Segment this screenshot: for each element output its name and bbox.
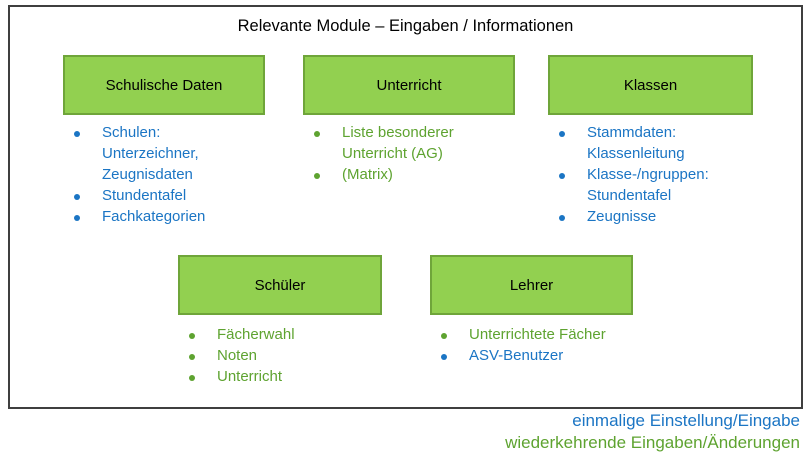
legend-wiederkehrend: wiederkehrende Eingaben/Änderungen xyxy=(505,433,800,452)
list-item: Unterricht xyxy=(178,366,398,387)
list-item: Fachkategorien xyxy=(63,206,283,227)
bullet-dot xyxy=(548,164,587,206)
legend: einmalige Einstellung/Eingabe wiederkehr… xyxy=(505,410,800,454)
list-item-text: Zeugnisse xyxy=(587,208,657,225)
list-item: Fächerwahl xyxy=(178,324,398,345)
bullet-dot xyxy=(63,206,102,227)
list-item-text: (Matrix) xyxy=(342,166,393,183)
module-box-schueler: Schüler xyxy=(178,255,382,315)
list-item-text: Unterrichtete Fächer xyxy=(469,326,606,343)
list-item: (Matrix) xyxy=(303,164,523,185)
module-list-schulische-daten: Schulen: Unterzeichner, Zeugnisdaten Stu… xyxy=(63,122,283,227)
bullet-dot xyxy=(430,324,469,345)
list-item: Zeugnisse xyxy=(548,206,778,227)
bullet-dot xyxy=(548,206,587,227)
module-label: Unterricht xyxy=(376,76,442,94)
list-item-text: Schulen: Unterzeichner, Zeugnisdaten xyxy=(102,124,199,183)
list-item-text: Stammdaten: Klassenleitung xyxy=(587,124,685,162)
list-item-text: Fachkategorien xyxy=(102,208,206,225)
bullet-dot xyxy=(303,122,342,164)
list-item: Stammdaten: Klassenleitung xyxy=(548,122,778,164)
list-item: Schulen: Unterzeichner, Zeugnisdaten xyxy=(63,122,283,185)
list-item-text: Noten xyxy=(217,347,258,364)
page-title: Relevante Module – Eingaben / Informatio… xyxy=(237,17,574,35)
module-list-klassen: Stammdaten: Klassenleitung Klasse-/ngrup… xyxy=(548,122,778,227)
list-item-text: Stundentafel xyxy=(102,187,187,204)
bullet-dot xyxy=(548,122,587,164)
list-item-text: Liste besonderer Unterricht (AG) xyxy=(342,124,454,162)
list-item: Liste besonderer Unterricht (AG) xyxy=(303,122,523,164)
module-label: Schüler xyxy=(254,276,306,294)
module-label: Klassen xyxy=(623,76,678,94)
bullet-dot xyxy=(430,345,469,366)
module-box-unterricht: Unterricht xyxy=(303,55,515,115)
bullet-dot xyxy=(303,164,342,185)
list-item-text: Fächerwahl xyxy=(217,326,295,343)
module-label: Schulische Daten xyxy=(105,76,223,94)
module-list-unterricht: Liste besonderer Unterricht (AG) (Matrix… xyxy=(303,122,523,185)
list-item-text: Klasse-/ngruppen: Stundentafel xyxy=(587,166,709,204)
bullet-dot xyxy=(178,366,217,387)
list-item: ASV-Benutzer xyxy=(430,345,670,366)
legend-einmalig: einmalige Einstellung/Eingabe xyxy=(572,411,800,430)
list-item-text: Unterricht xyxy=(217,368,283,385)
list-item: Unterrichtete Fächer xyxy=(430,324,670,345)
module-box-klassen: Klassen xyxy=(548,55,753,115)
bullet-dot xyxy=(63,122,102,185)
list-item-text: ASV-Benutzer xyxy=(469,347,564,364)
module-box-schulische-daten: Schulische Daten xyxy=(63,55,265,115)
list-item: Stundentafel xyxy=(63,185,283,206)
list-item: Noten xyxy=(178,345,398,366)
module-list-schueler: Fächerwahl Noten Unterricht xyxy=(178,324,398,387)
bullet-dot xyxy=(178,324,217,345)
module-list-lehrer: Unterrichtete Fächer ASV-Benutzer xyxy=(430,324,670,366)
bullet-dot xyxy=(63,185,102,206)
list-item: Klasse-/ngruppen: Stundentafel xyxy=(548,164,778,206)
module-box-lehrer: Lehrer xyxy=(430,255,633,315)
module-label: Lehrer xyxy=(509,276,554,294)
bullet-dot xyxy=(178,345,217,366)
